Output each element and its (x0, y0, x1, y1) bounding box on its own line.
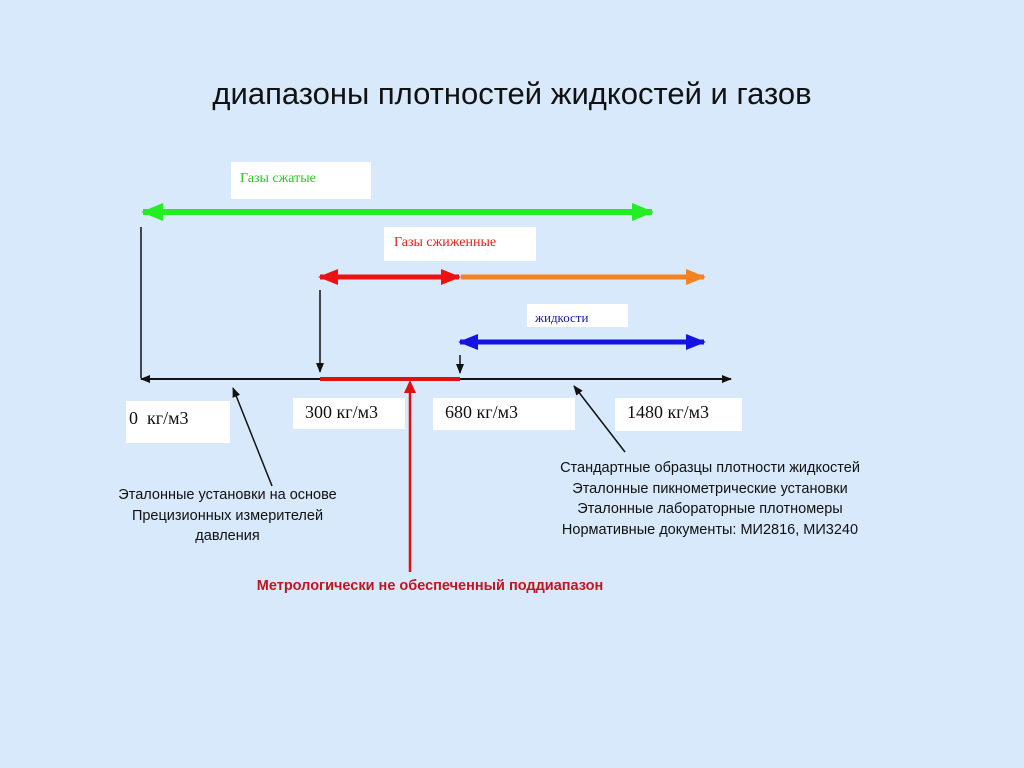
value-0: 0 кг/м3 (126, 401, 230, 443)
right-note-pointer (573, 385, 626, 453)
value-300: 300 кг/м3 (293, 398, 405, 429)
compressed-gases-label: Газы сжатые (231, 162, 371, 199)
liquids-label: жидкости (527, 304, 628, 327)
pressure-standards-note: Эталонные установки на основе Прецизионн… (118, 487, 337, 544)
unsupported-subrange-note: Метрологически не обеспеченный поддиапаз… (256, 578, 604, 594)
page-title: диапазоны плотностей жидкостей и газов (212, 76, 812, 111)
red-note-pointer-head (404, 380, 416, 393)
liquid-standards-note: Стандартные образцы плотности жидкостей … (560, 460, 860, 538)
liquefied-gases-label: Газы сжиженные (384, 227, 536, 261)
left-note-pointer (232, 387, 273, 487)
value-1480: 1480 кг/м3 (615, 398, 742, 431)
value-680: 680 кг/м3 (433, 398, 575, 430)
